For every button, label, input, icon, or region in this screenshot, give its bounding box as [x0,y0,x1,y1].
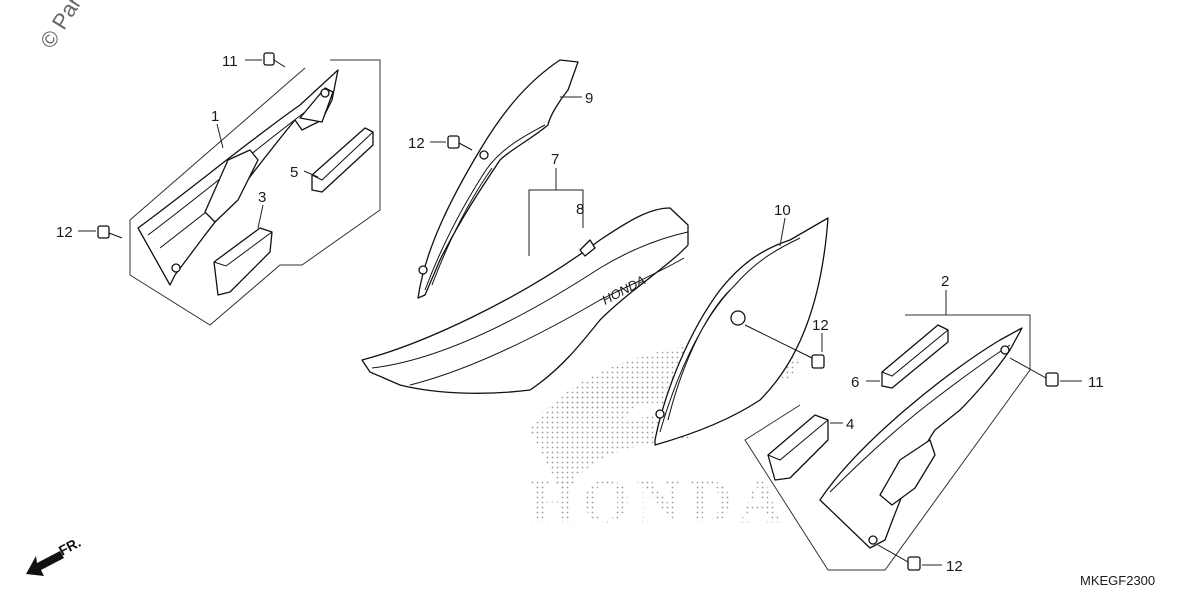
callout-12-shroud: 12 [408,135,425,152]
bolt-12-bottom-right[interactable] [877,544,921,571]
callout-11-right: 11 [1088,374,1104,391]
diagram-code: MKEGF2300 [1080,573,1155,588]
seat-7[interactable]: HONDA [361,207,689,394]
right-side-cover-2[interactable] [819,327,1023,549]
callout-7: 7 [551,151,559,168]
left-strip-5[interactable] [311,127,374,193]
bolt-11-right[interactable] [1009,357,1059,387]
callout-1: 1 [211,108,219,125]
right-shroud-10[interactable] [654,217,829,446]
callout-12-left: 12 [56,224,73,241]
bolt-11-left[interactable] [263,52,286,68]
left-group-outline [129,59,381,326]
bolt-12-right-shroud[interactable] [744,324,825,369]
callout-6: 6 [851,374,859,391]
right-strip-6[interactable] [881,324,949,389]
callout-2: 2 [941,273,949,290]
right-pad-4[interactable] [767,414,829,481]
front-arrow-indicator: FR. [26,534,83,576]
watermark-text: HONDA [528,468,789,536]
copyright-text: © Par [35,0,86,53]
left-pad-3[interactable] [213,227,273,296]
front-arrow-icon [26,551,64,576]
right-group-outline [744,314,1031,571]
callout-10: 10 [774,202,791,219]
callout-3: 3 [258,189,266,206]
left-side-cover-1[interactable] [137,69,339,286]
callout-4: 4 [846,416,854,433]
callout-12-right-shroud: 12 [812,317,829,334]
upper-shroud-9[interactable] [417,59,579,299]
callout-12-bottom-right: 12 [946,558,963,575]
callout-5: 5 [290,164,298,181]
bolt-12-shroud[interactable] [447,135,473,151]
callout-8: 8 [576,201,584,218]
callout-9: 9 [585,90,593,107]
callout-11-left: 11 [222,53,238,70]
bolt-12-left[interactable] [97,225,123,239]
leader-lines [78,59,1082,566]
